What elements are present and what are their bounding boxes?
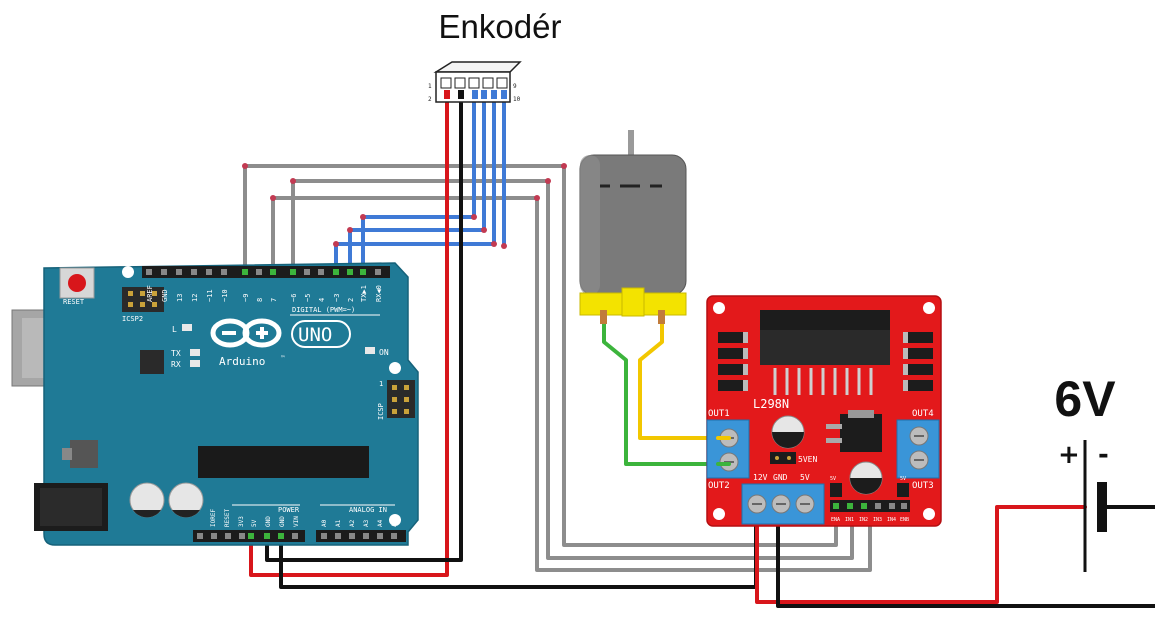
- power-pin-labels: IOREF RESET 3V3 5V GND GND VIN: [210, 509, 300, 527]
- pin-8: 8: [256, 298, 264, 302]
- pin-7: 7: [270, 298, 278, 302]
- analog-pin-labels: A0 A1 A2 A3 A4 A5: [321, 519, 398, 527]
- digital-label: DIGITAL (PWM=~): [292, 306, 355, 314]
- led-l-label: L: [172, 325, 177, 334]
- terminal-label-12v: 12V: [753, 473, 768, 482]
- pin-a3: A3: [363, 519, 370, 527]
- icsp-label: ICSP: [377, 403, 385, 420]
- pin-13: 13: [176, 294, 184, 302]
- encoder-title: Enkodér: [438, 8, 562, 45]
- chip-label: L298N: [753, 397, 789, 411]
- sven-label: 5VEN: [798, 455, 817, 464]
- pin-2: 2: [347, 298, 355, 302]
- wire-blue-3: [334, 96, 496, 274]
- encoder-pin-label-2: 2: [428, 96, 432, 103]
- encoder-pin-label-9: 9: [513, 83, 517, 90]
- digital-pin-labels: AREF GND 13 12 ~11 ~10 ~9 8 7 ~6 ~5 4 ~3…: [146, 285, 383, 302]
- out3-label: OUT3: [912, 481, 934, 491]
- power-label: POWER: [278, 506, 300, 514]
- wire-gray-pin7: [291, 179, 854, 560]
- pin-a0: A0: [321, 519, 328, 527]
- pin-a2: A2: [349, 519, 356, 527]
- pin-6: ~6: [290, 294, 298, 302]
- pin-gnd-1: GND: [265, 516, 272, 527]
- out4-label: OUT4: [912, 409, 934, 419]
- reset-button[interactable]: [59, 267, 95, 299]
- wire-gray-pin8: [271, 196, 872, 572]
- header-pin-in1: IN1: [845, 517, 854, 523]
- pin-4: 4: [318, 298, 326, 302]
- arduino-logo: UNO Arduino ™: [210, 318, 351, 368]
- model-label: UNO: [298, 324, 332, 346]
- pin-5v: 5V: [251, 519, 258, 527]
- terminal-out3-out4: [896, 419, 940, 479]
- encoder-pin-label-1: 1: [428, 83, 432, 90]
- arduino-uno: RESET ICSP2 AREF GND 13 12 ~11: [11, 262, 419, 546]
- pin-rx0: RX◀0: [375, 285, 383, 302]
- pin-10: ~10: [221, 289, 229, 302]
- control-header-labels: ENA IN1 IN2 IN3 IN4 ENB: [831, 517, 909, 523]
- pin-gnd-2: GND: [279, 516, 286, 527]
- pin-3v3: 3V3: [238, 516, 245, 527]
- out2-label: OUT2: [708, 481, 730, 491]
- header-pin-in4: IN4: [887, 517, 896, 523]
- dc-motor: [579, 130, 687, 324]
- wire-red-battery: [755, 505, 1087, 604]
- terminal-power: [741, 483, 825, 525]
- battery-minus: -: [1098, 440, 1109, 470]
- wire-blue-2: [348, 96, 486, 274]
- pin-12: 12: [191, 294, 199, 302]
- pin-11: ~11: [206, 289, 214, 302]
- header-pin-in2: IN2: [859, 517, 868, 523]
- wire-gray-pin10: [243, 164, 838, 547]
- pin-a4: A4: [377, 519, 384, 527]
- pin-gnd: GND: [161, 289, 169, 302]
- encoder-pin-label-10: 10: [513, 96, 521, 103]
- pin-vin: VIN: [293, 516, 300, 527]
- pin-reset: RESET: [224, 509, 231, 527]
- battery-plus: +: [1058, 440, 1080, 470]
- reset-label: RESET: [63, 298, 85, 306]
- logo-tm: ™: [281, 355, 285, 362]
- wire-yellow-motor: [638, 320, 720, 440]
- pin-a5: A5: [391, 519, 398, 527]
- pin-tx1: TX▶1: [360, 285, 368, 302]
- pin-3: ~3: [333, 294, 341, 302]
- wire-black-encoder: [265, 96, 463, 562]
- terminal-label-5v: 5V: [800, 473, 810, 482]
- wires: [242, 96, 1155, 608]
- on-label: ON: [379, 348, 389, 357]
- analog-label: ANALOG IN: [349, 506, 387, 514]
- small-5v-right: 5V: [900, 476, 906, 482]
- digital-header-pins: [146, 269, 381, 275]
- icsp2-label: ICSP2: [122, 315, 143, 323]
- pin-9: ~9: [242, 294, 250, 302]
- header-pin-enb: ENB: [900, 517, 909, 523]
- wire-red-encoder: [249, 96, 449, 577]
- led-tx-label: TX: [171, 349, 181, 358]
- terminal-out1-out2: [706, 419, 750, 479]
- wire-green-motor: [602, 320, 720, 466]
- wire-black-battery: [776, 506, 1155, 608]
- pin-5: ~5: [304, 294, 312, 302]
- encoder-connector: 1 2 9 10: [428, 61, 522, 103]
- pin-aref: AREF: [146, 285, 154, 302]
- out1-label: OUT1: [708, 409, 730, 419]
- l298n-driver: L298N OUT1 OUT4 OUT2 OUT3: [706, 295, 942, 527]
- small-5v-left: 5V: [830, 476, 836, 482]
- battery-symbol: [1083, 440, 1107, 572]
- icsp-pin1-label: 1: [379, 380, 383, 388]
- pin-ioref: IOREF: [210, 509, 217, 527]
- terminal-label-gnd: GND: [773, 473, 788, 482]
- pin-a1: A1: [335, 519, 342, 527]
- header-pin-ena: ENA: [831, 517, 840, 523]
- header-pin-in3: IN3: [873, 517, 882, 523]
- battery-voltage: 6V: [1054, 371, 1116, 427]
- led-rx-label: RX: [171, 360, 181, 369]
- logo-text: Arduino: [219, 355, 265, 368]
